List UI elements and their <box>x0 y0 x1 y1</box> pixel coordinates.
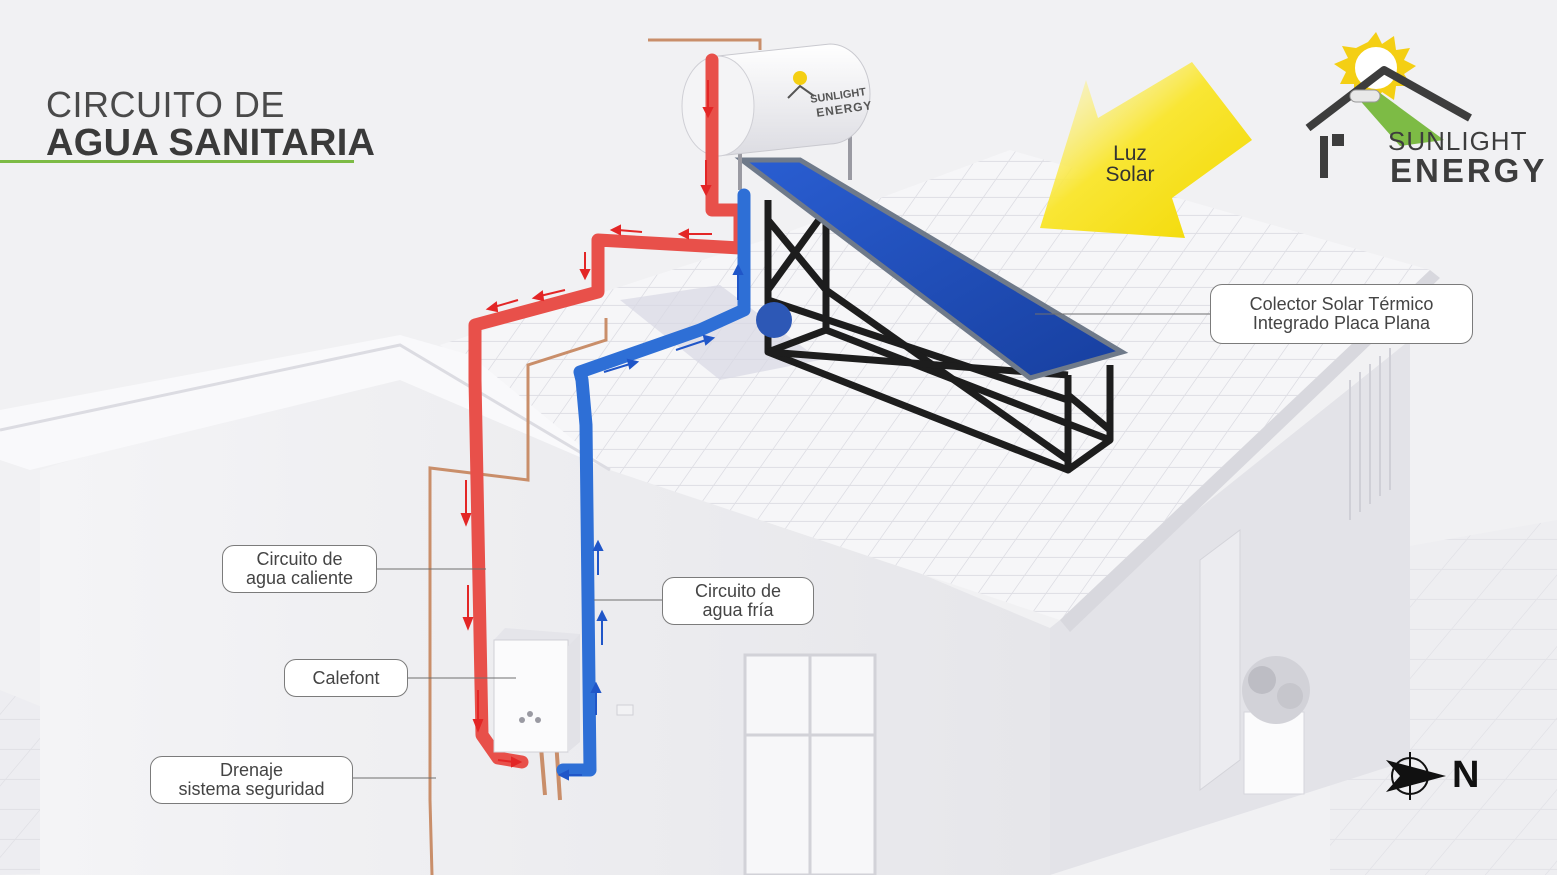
title-line-2: AGUA SANITARIA <box>46 122 376 164</box>
hot-water-pipe <box>468 53 747 769</box>
brand-logo: SUNLIGHT ENERGY <box>1300 28 1544 189</box>
sunlight-label-line-1: Luz <box>1113 142 1147 165</box>
drain-callout-line-1: Drenaje <box>219 760 284 780</box>
plant-pot <box>1242 656 1310 795</box>
calefont-callout: Calefont <box>284 659 408 697</box>
collector-frame <box>764 185 1114 474</box>
drain-callout: Drenaje sistema seguridad <box>150 756 353 804</box>
solar-collector-panel <box>734 157 1129 381</box>
drain-callout-line-2: sistema seguridad <box>178 779 325 799</box>
leader-lines <box>352 313 1210 779</box>
sunlight-label: Luz Solar <box>1088 143 1172 185</box>
compass-north-label: N <box>1452 754 1480 796</box>
water-tank <box>681 43 871 157</box>
hot-flow-arrows <box>460 80 714 768</box>
side-vent <box>1349 348 1391 520</box>
house-roof-icon <box>1305 66 1472 132</box>
sunlight-label-line-2: Solar <box>1105 163 1155 186</box>
cold-circuit-callout-line-1: Circuito de <box>694 581 782 601</box>
tank-logo-icon <box>787 71 815 99</box>
sunlight-energy-logo <box>1305 32 1472 178</box>
title-line-1: CIRCUITO DE <box>46 84 285 125</box>
hot-circuit-callout-line-2: agua caliente <box>245 568 354 588</box>
roof-gutter <box>1060 270 1440 632</box>
sun-icon <box>1334 32 1416 104</box>
brand-name-line-1: SUNLIGHT <box>1388 126 1528 156</box>
collector-callout-line-2: Integrado Placa Plana <box>1252 313 1431 333</box>
calefont-heater <box>493 628 634 753</box>
copper-vent-pipe <box>648 38 762 50</box>
title-underline <box>0 160 354 163</box>
gable-roof <box>0 335 610 470</box>
compass-icon <box>1386 752 1446 800</box>
hot-circuit-callout-line-1: Circuito de <box>256 549 343 569</box>
front-window <box>743 653 877 875</box>
cold-circuit-callout-line-2: agua fría <box>702 600 774 620</box>
copper-drain-pipe <box>428 318 608 875</box>
cold-water-pipe <box>556 188 751 777</box>
hot-circuit-callout: Circuito de agua caliente <box>222 545 377 593</box>
sunlight-arrow <box>1040 62 1252 238</box>
side-door <box>1199 529 1241 791</box>
cold-flow-arrows <box>557 263 744 781</box>
brand-name-line-2: ENERGY <box>1390 152 1548 189</box>
collector-callout-line-1: Colector Solar Térmico <box>1249 294 1434 314</box>
calefont-callout-text: Calefont <box>312 667 380 688</box>
mini-panel-icon <box>1356 90 1444 146</box>
roof <box>440 150 1430 620</box>
collector-callout: Colector Solar Térmico Integrado Placa P… <box>1210 284 1473 344</box>
cold-circuit-callout: Circuito de agua fría <box>662 577 814 625</box>
